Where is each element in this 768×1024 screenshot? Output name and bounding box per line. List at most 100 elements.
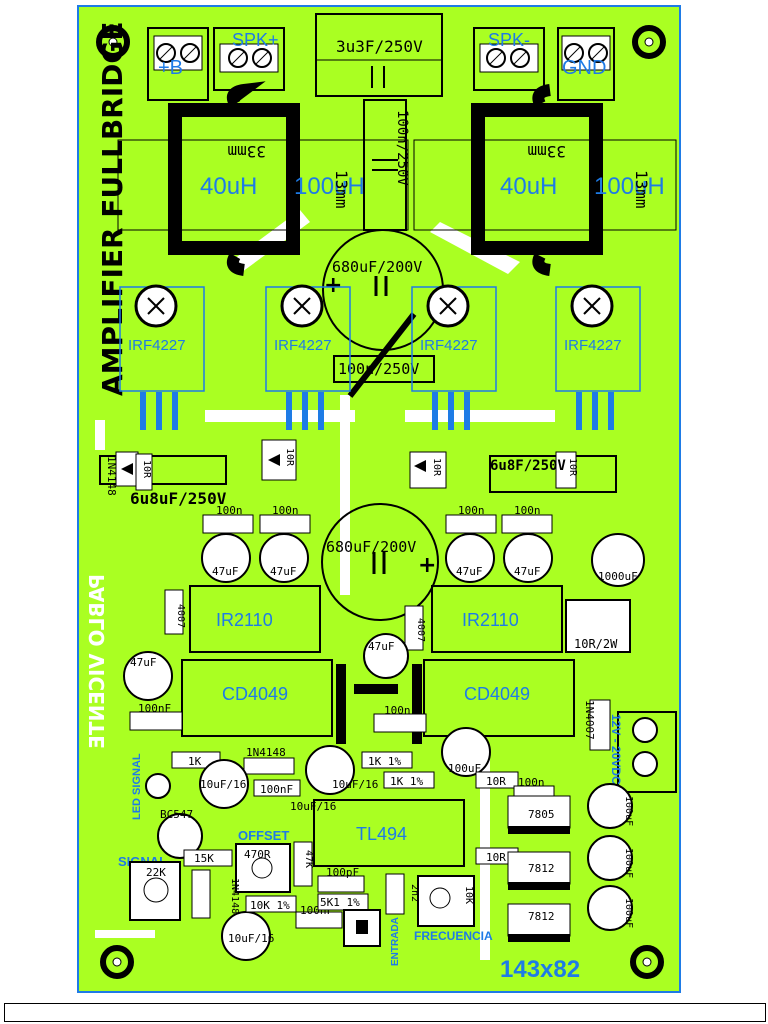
bc547-label: BC547	[160, 808, 193, 821]
cap-47uf-group	[201, 533, 553, 583]
reg-7805: 7805	[528, 808, 555, 821]
capacitor-film-mid: 100n/250V	[333, 355, 435, 383]
c47-a: 47uF	[212, 565, 239, 578]
c100n-reg: 100n	[518, 776, 545, 789]
mosfet-pin	[608, 392, 614, 430]
c100nF: 100nF	[138, 702, 171, 715]
c47-left: 47uF	[130, 656, 157, 669]
plus-sign: +	[418, 553, 436, 578]
capacitor-100nf: 100nF	[129, 702, 183, 731]
gate-drive-left: 10R 1N4148 6u8uF/250V	[99, 451, 227, 508]
led-signal: LED SIGNAL	[131, 753, 171, 820]
r470r: 470R	[244, 848, 271, 861]
d4007-b: 4007	[415, 618, 426, 642]
capacitor-top-film: 3u3F/250V	[315, 13, 443, 97]
c10uF16-b: 10uF/16	[332, 778, 378, 791]
led-signal-label: LED SIGNAL	[131, 753, 143, 820]
jumper-mid	[354, 684, 398, 694]
c100n-d: 100n	[514, 504, 541, 517]
inductor-left-alt: 100uH	[294, 173, 365, 200]
r10k1pct: 10K 1%	[250, 899, 290, 912]
r10r-e: 10R	[486, 775, 506, 788]
cap-top-label: 3u3F/250V	[336, 37, 423, 56]
d1n4007: 1N4007	[583, 700, 596, 740]
board-title: AMPLIFIER FULLBRIDGE	[96, 21, 129, 396]
c47-center: 47uF	[368, 640, 395, 653]
capacitor-2n2: 2n2	[385, 873, 420, 915]
mosfet-pin	[464, 392, 470, 430]
c100n-c: 100n	[458, 504, 485, 517]
gnd-label: GND	[562, 57, 606, 79]
cd4049-right-label: CD4049	[464, 684, 530, 704]
d4007-a: 4007	[175, 604, 186, 628]
input-label: ENTRADA	[390, 917, 401, 966]
mosfet-pin	[576, 392, 582, 430]
mosfet-pin	[172, 392, 178, 430]
ic-ir2110-left: IR2110	[189, 585, 321, 653]
r1k: 1K	[188, 755, 202, 768]
mosfet-label: IRF4227	[274, 337, 332, 354]
input-connector: ENTRADA	[343, 909, 401, 966]
board-size: 143x82	[500, 956, 580, 983]
offset-label: OFFSET	[238, 828, 289, 843]
diode-1n4148-b: 1N4148	[243, 746, 295, 775]
trimmer-10k: 10K	[417, 875, 475, 927]
transistor-bc547: BC547	[157, 808, 203, 859]
diode-4007-b: 4007	[404, 605, 426, 651]
c1000-label: 1000uF	[598, 570, 638, 583]
c100n-b: 100n	[272, 504, 299, 517]
diode-1n4148-c: 1N4148	[191, 869, 240, 919]
film-left-label: 6u8uF/250V	[130, 489, 227, 508]
capacitor-47uf-center: 47uF	[363, 633, 409, 679]
inductor-right-alt: 100uH	[594, 173, 665, 200]
frecuencia-label: FRECUENCIA	[414, 929, 493, 943]
d1n4148-c: 1N4148	[229, 878, 240, 914]
ic-cd4049-left: CD4049	[181, 659, 333, 737]
resistor-10r-e: 10R	[475, 771, 519, 789]
c47-b: 47uF	[270, 565, 297, 578]
d1n4148-a: 1N4148	[105, 456, 118, 496]
r1k1pct-b: 1K 1%	[390, 775, 423, 788]
regulator-7805: 7805	[507, 795, 571, 834]
r10r-c: 10R	[431, 458, 442, 477]
ic-tl494: TL494	[313, 799, 465, 867]
inductor-left: 40uH 100uH 33mm 13mm	[117, 81, 409, 276]
mosfet-pin	[448, 392, 454, 430]
mosfet-pin	[592, 392, 598, 430]
inductor-left-dim-b: 13mm	[332, 170, 351, 209]
c10uF16-a: 10uF/16	[200, 778, 246, 791]
spk-minus-label: SPK-	[488, 30, 530, 50]
mosfet-pin	[318, 392, 324, 430]
mosfet-label: IRF4227	[128, 337, 186, 354]
ic-cd4049-right: CD4049	[423, 659, 575, 737]
r10r2w-label: 10R/2W	[574, 637, 618, 651]
capacitor-100n-mid: 100n	[373, 704, 427, 733]
r10r-d: 10R	[567, 458, 578, 477]
mosfet-irf4227: IRF4227	[555, 284, 641, 430]
capacitor-100nf-b: 100nF	[253, 779, 301, 797]
reg-7812-a: 7812	[528, 862, 555, 875]
capacitor-bulk-mid: 680uF/200V +	[321, 503, 439, 621]
mosfet-pin	[432, 392, 438, 430]
regulator-7812-a: 7812	[507, 851, 571, 890]
c100uF-r3: 100uF	[623, 898, 634, 928]
resistor-5k1: 5K1 1%	[317, 893, 369, 911]
inductor-right: 40uH 100uH 33mm 13mm	[413, 84, 677, 276]
caption-bar	[4, 1003, 766, 1022]
diode-4007-a: 4007	[164, 589, 186, 635]
mosfet-label: IRF4227	[564, 337, 622, 354]
terminal-gnd: GND	[557, 27, 615, 101]
reg-7812-b: 7812	[528, 910, 555, 923]
plus-sign: +	[324, 273, 342, 298]
ic-ir2110-right: IR2110	[431, 585, 563, 653]
trimmer-22k: 22K	[129, 861, 181, 921]
mosfet-irf4227: IRF4227	[119, 284, 205, 430]
mosfet-pin	[286, 392, 292, 430]
gate-drive-midright: 10R	[409, 451, 447, 489]
c100n-a: 100n	[216, 504, 243, 517]
cd4049-left-label: CD4049	[222, 684, 288, 704]
capacitor-47uf-left: 47uF	[123, 651, 173, 701]
c10uF16-d: 10uF/16	[228, 932, 274, 945]
mosfet-pin	[140, 392, 146, 430]
